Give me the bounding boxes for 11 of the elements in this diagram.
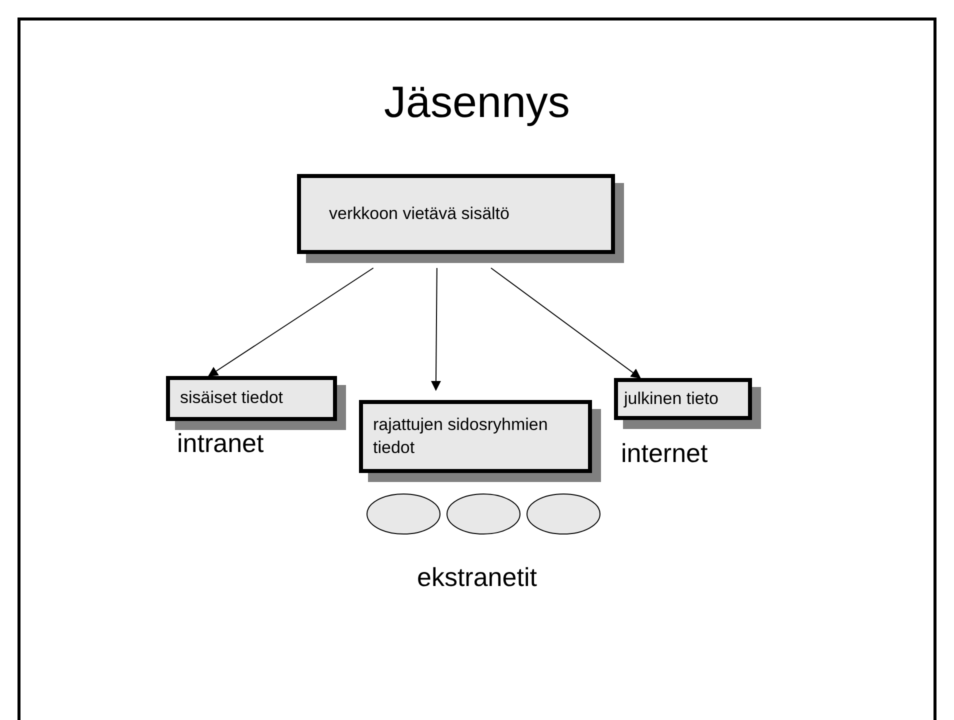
arrow [430, 268, 441, 391]
arrow [208, 268, 374, 377]
box-text: sisäiset tiedot [180, 387, 283, 410]
box-text: julkinen tieto [624, 388, 719, 410]
caption-text: internet [621, 438, 708, 469]
title: Jäsennys [383, 78, 571, 128]
box-text: rajattujen sidosryhmien tiedot [373, 414, 549, 458]
group-label: ekstranetit [417, 562, 537, 593]
box-text: verkkoon vietävä sisältö [329, 202, 510, 225]
arrow [490, 268, 642, 379]
caption-text: intranet [177, 428, 264, 459]
